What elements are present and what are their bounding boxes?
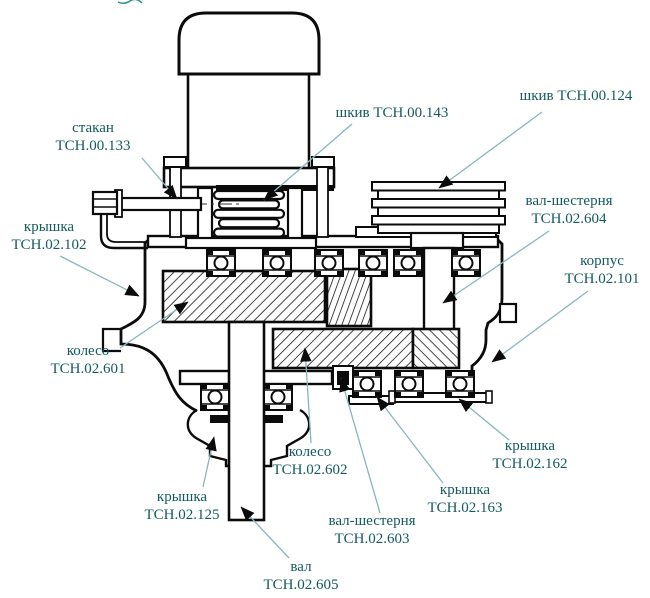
cover-125 <box>186 408 311 468</box>
label-shkiv-tsn-00-124: шкив ТСН.00.124 <box>520 87 633 105</box>
label-val-tsn-02-605: вал ТСН.02.605 <box>264 558 339 595</box>
label-kryshka-tsn-02-102: крышка ТСН.02.102 <box>12 218 87 255</box>
label-line: ТСН.02.125 <box>144 507 220 524</box>
label-line: ТСН.02.604 <box>531 211 607 228</box>
label-line: шкив ТСН.00.124 <box>519 88 633 104</box>
stakan-cup <box>184 186 318 250</box>
oil-bolt-assembly <box>91 189 242 250</box>
electric-motor <box>177 11 321 172</box>
bearing <box>393 249 423 277</box>
leader-stakan <box>141 157 178 200</box>
bearing <box>358 249 388 277</box>
leader-shkiv-143 <box>263 123 353 201</box>
label-line: вал-шестерня <box>525 193 613 209</box>
label-line: колесо <box>288 444 332 460</box>
label-val-shesternya-tsn-02-604: вал-шестерня ТСН.02.604 <box>525 192 612 229</box>
leader-kryshka-125 <box>202 436 217 488</box>
label-kryshka-tsn-02-125: крышка ТСН.02.125 <box>145 488 220 525</box>
pinion-604 <box>325 267 373 328</box>
leader-kryshka-163 <box>376 396 444 484</box>
plate-bolt-right <box>316 166 329 238</box>
label-val-shesternya-tsn-02-603: вал-шестерня ТСН.02.603 <box>328 512 415 549</box>
label-line: ТСН.02.102 <box>11 237 87 254</box>
leader-koleso-602 <box>300 347 312 444</box>
bearing <box>206 249 236 277</box>
housing-korpus <box>101 235 518 413</box>
gear-wheel-602 <box>271 327 415 370</box>
label-line: ТСН.02.601 <box>50 361 126 378</box>
pulley-tsn-00-143 <box>212 189 286 238</box>
label-stakan-tsn-00-133: стакан ТСН.00.133 <box>56 119 131 156</box>
bearing <box>394 370 424 398</box>
seal-right <box>264 415 283 423</box>
cropped-text-remnant <box>117 0 143 5</box>
bearing <box>200 383 230 411</box>
label-line: ТСН.02.603 <box>334 531 410 548</box>
label-line: стакан <box>72 120 114 136</box>
label-shkiv-tsn-00-143: шкив ТСН.00.143 <box>336 104 449 122</box>
shaft-604-column <box>422 246 456 334</box>
label-line: колесо <box>66 343 110 359</box>
bearing <box>314 249 344 277</box>
pulley-hub <box>409 231 465 250</box>
label-koleso-tsn-02-601: колесо ТСН.02.601 <box>51 342 126 379</box>
bearing <box>352 370 382 398</box>
label-line: ТСН.02.163 <box>427 500 503 517</box>
label-line: крышка <box>504 438 556 454</box>
leader-kryshka-102 <box>59 255 140 297</box>
label-line: ТСН.02.605 <box>263 577 339 594</box>
bearing <box>445 370 475 398</box>
label-line: ТСН.00.133 <box>55 138 131 155</box>
label-line: ТСН.02.602 <box>272 462 348 479</box>
bearing <box>451 249 481 277</box>
bolt-hex-head <box>91 190 119 216</box>
label-line: ТСН.02.162 <box>492 456 568 473</box>
leader-shkiv-124 <box>438 111 543 189</box>
leader-kryshka-162 <box>458 398 510 441</box>
label-line: вал <box>290 559 312 575</box>
gears <box>161 267 461 370</box>
label-line: крышка <box>439 482 491 498</box>
label-line: ТСН.02.101 <box>564 271 640 288</box>
label-line: шкив ТСН.00.143 <box>335 105 449 121</box>
bearing <box>262 249 292 277</box>
leader-koleso-601 <box>119 301 189 349</box>
label-line: крышка <box>156 489 208 505</box>
leader-val-shesternya-603 <box>339 377 381 514</box>
leader-lines <box>59 111 589 559</box>
leader-val-605 <box>240 506 290 559</box>
label-kryshka-tsn-02-163: крышка ТСН.02.163 <box>428 481 503 518</box>
label-line: крышка <box>23 219 75 235</box>
bearing <box>263 383 293 411</box>
seal-left <box>210 415 229 423</box>
shaft-605 <box>227 320 266 522</box>
pinion-603 <box>411 327 461 370</box>
gear-wheel-601 <box>161 269 327 324</box>
label-line: корпус <box>580 253 624 269</box>
leader-val-shesternya-604 <box>442 230 550 304</box>
label-kryshka-tsn-02-162: крышка ТСН.02.162 <box>493 437 568 474</box>
leader-korpus-101 <box>491 290 589 363</box>
pulley-tsn-00-124 <box>371 181 506 250</box>
label-line: вал-шестерня <box>328 513 416 529</box>
label-korpus-tsn-02-101: корпус ТСН.02.101 <box>565 252 640 289</box>
label-koleso-tsn-02-602: колесо ТСН.02.602 <box>273 443 348 480</box>
